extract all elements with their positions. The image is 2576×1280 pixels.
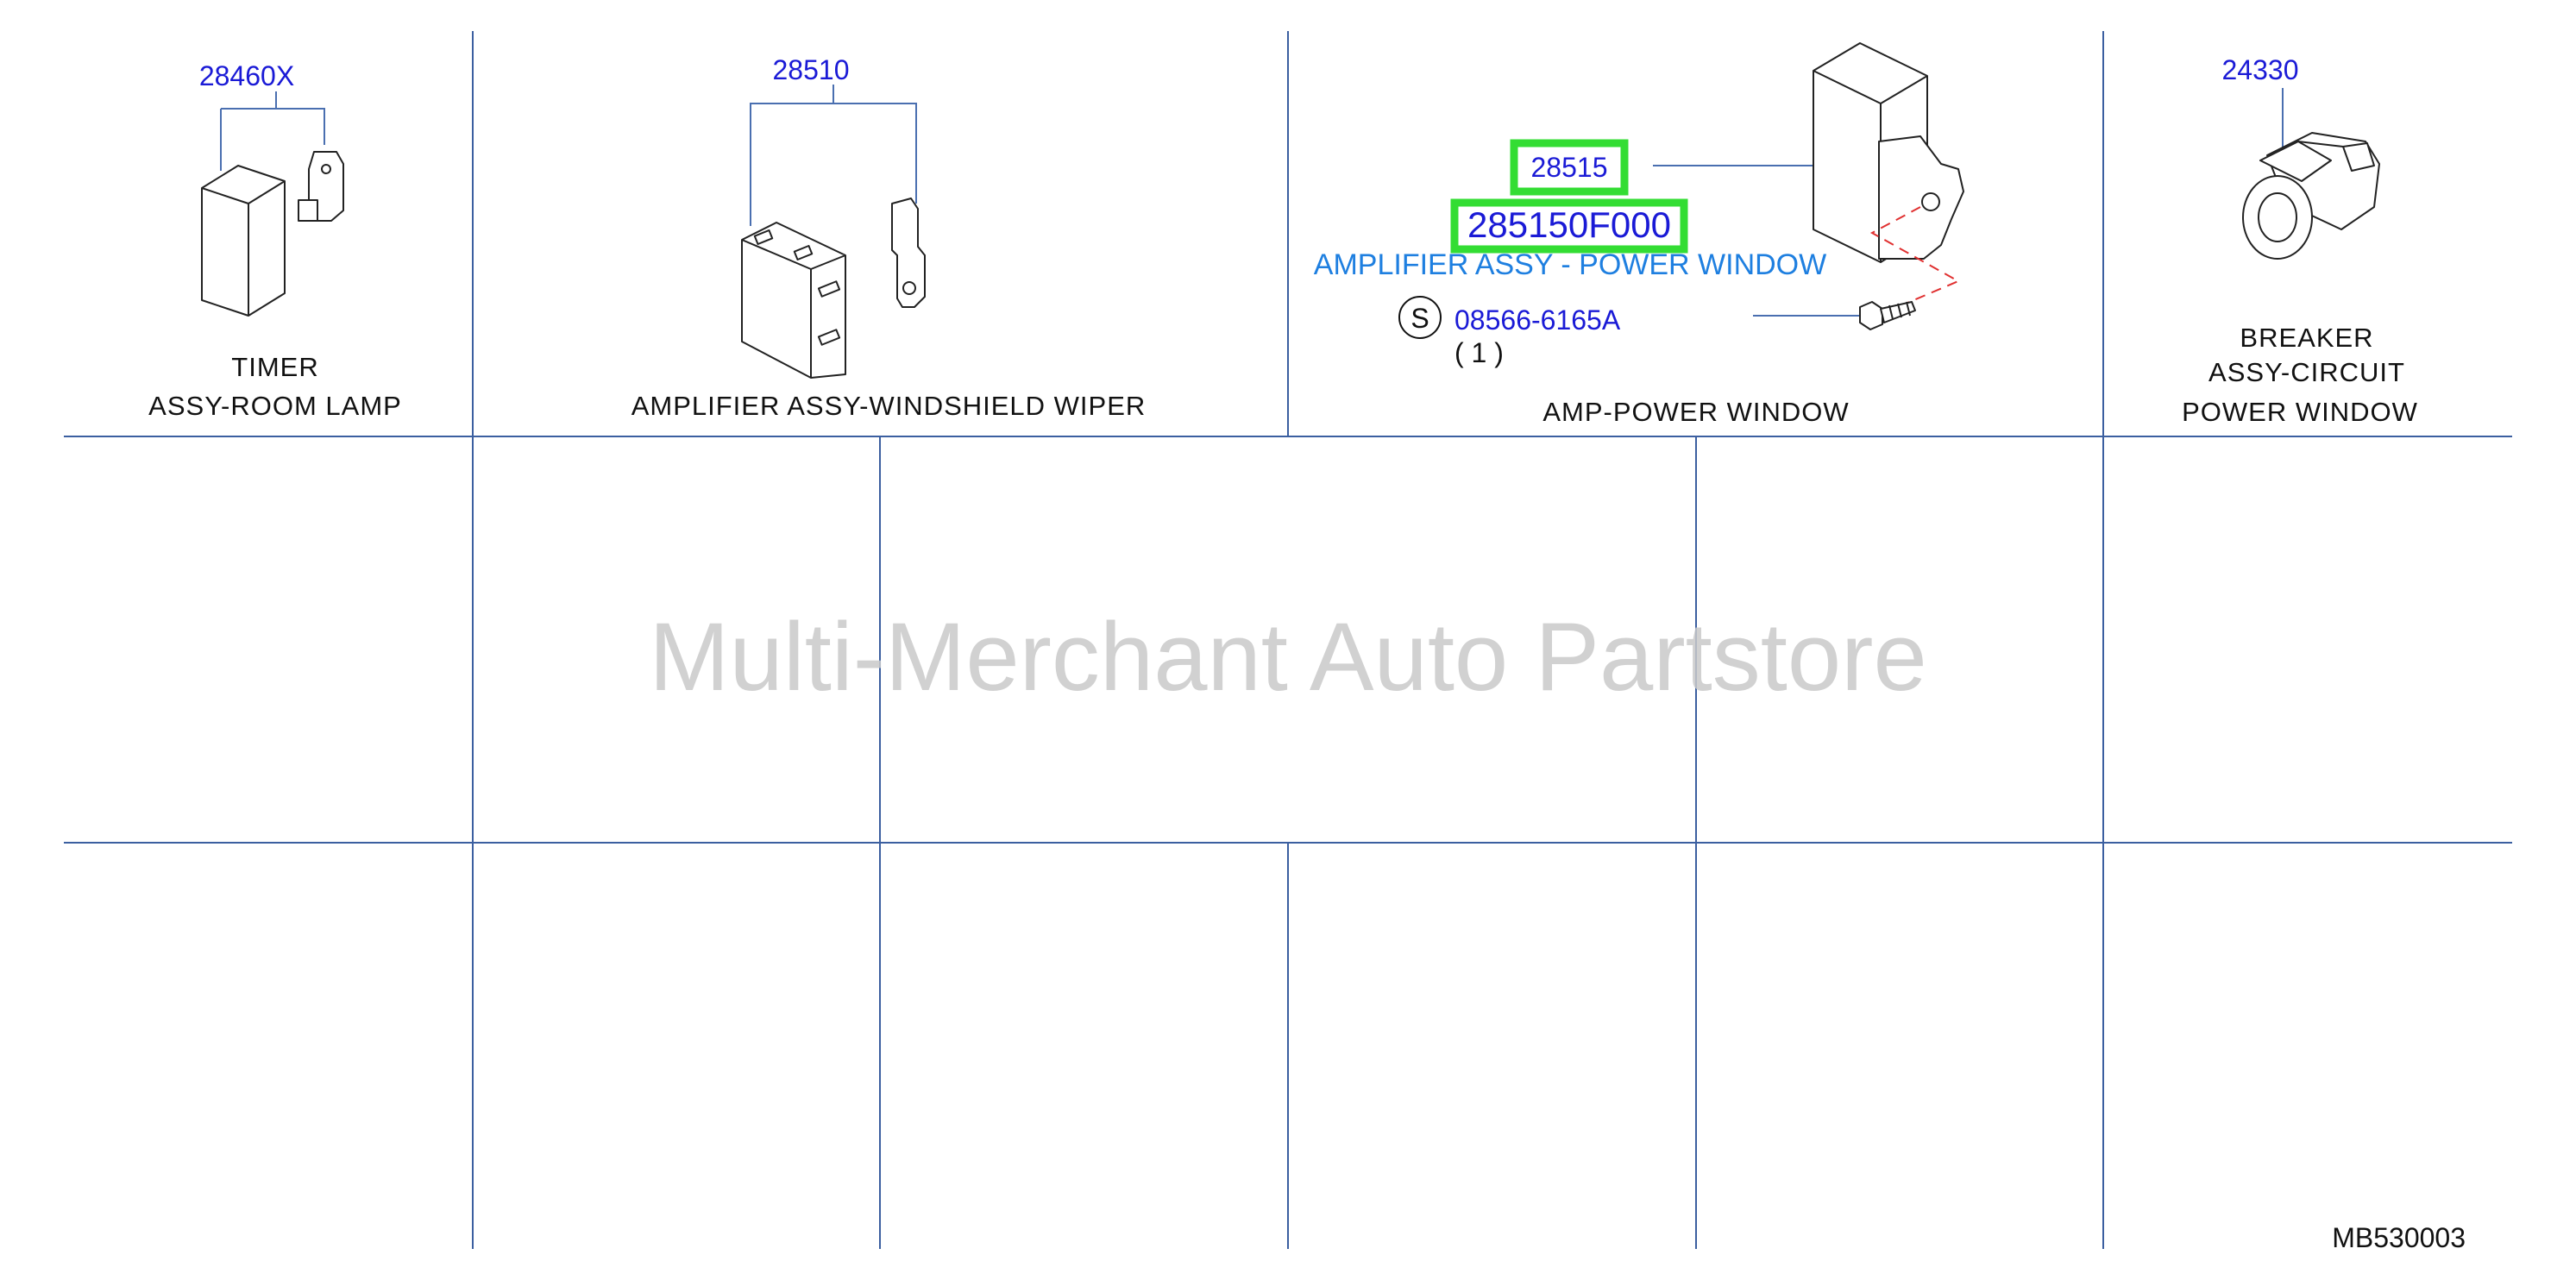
amplifier-part-illustration[interactable]	[741, 198, 926, 379]
leader-line	[750, 103, 917, 226]
fastener-part-number[interactable]: 08566-6165A	[1454, 304, 1621, 336]
label-line: ASSY-CIRCUIT	[2208, 357, 2405, 387]
label-line: AMP-POWER WINDOW	[1542, 397, 1849, 427]
part-number-28510[interactable]: 28510	[773, 54, 850, 85]
watermark: Multi-Merchant Auto Partstore	[649, 603, 1926, 711]
label-line: AMPLIFIER ASSY-WINDSHIELD WIPER	[631, 391, 1147, 421]
part-number-24330[interactable]: 24330	[2222, 54, 2299, 85]
part-number-28460X[interactable]: 28460X	[199, 60, 294, 91]
cell-amplifier-windshield-wiper: 28510 AMPLIFIER ASSY-WINDSHIELD WIPER	[631, 54, 1147, 421]
label-line: ASSY-ROOM LAMP	[148, 391, 402, 421]
highlight-box	[1510, 139, 1629, 196]
cell-breaker-assy-circuit: 24330 BREAKER ASSY-CIRCUIT POWER WINDOW	[2182, 54, 2418, 427]
part-number-285150F000[interactable]: 285150F000	[1467, 204, 1671, 245]
fastener-symbol: S	[1411, 303, 1429, 334]
power-window-amp-illustration[interactable]	[1813, 42, 1964, 330]
cell-amp-power-window: 28515 285150F000 AMPLIFIER ASSY - POWER …	[1314, 42, 1964, 427]
assembly-dashed-line	[1869, 206, 1961, 317]
highlight-box	[1450, 198, 1688, 254]
fastener-quantity: ( 1 )	[1454, 337, 1504, 368]
diagram-code: MB530003	[2332, 1222, 2466, 1253]
label-line: TIMER	[231, 352, 318, 382]
label-line: BREAKER	[2240, 323, 2373, 353]
fastener-symbol-circle	[1398, 296, 1442, 339]
part-description: AMPLIFIER ASSY - POWER WINDOW	[1314, 248, 1826, 281]
cell-timer-room-lamp: 28460X TIMER ASSY-ROOM LAMP	[148, 60, 402, 421]
circuit-breaker-illustration[interactable]	[2242, 132, 2380, 260]
leader-line	[221, 108, 325, 145]
timer-part-illustration[interactable]	[201, 151, 344, 317]
label-line: POWER WINDOW	[2182, 397, 2418, 427]
grid-lines	[64, 31, 2512, 1249]
part-number-28515[interactable]: 28515	[1531, 152, 1608, 183]
